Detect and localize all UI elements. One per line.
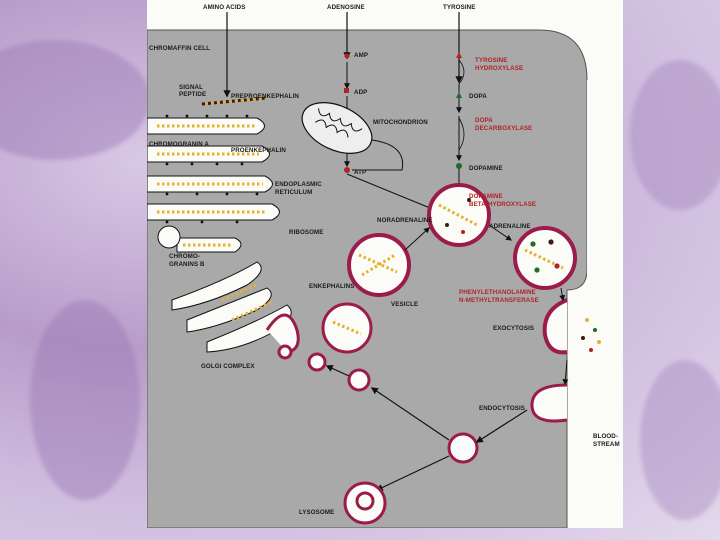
- small-vesicle-left: [158, 226, 180, 248]
- label-proenkephalin: PROENKEPHALIN: [231, 147, 286, 154]
- label-chromogranins-b-1: CHROMO-: [169, 253, 200, 260]
- label-mitochondrion: MITOCHONDRION: [373, 119, 428, 126]
- background-blob: [640, 360, 720, 520]
- label-chromogranins-b-2: GRANINS B: [169, 261, 205, 268]
- label-dopa-decarboxylase-2: DECARBOXYLASE: [475, 125, 532, 132]
- adrenaline-vesicle: [515, 228, 575, 288]
- label-signal-peptide-2: PEPTIDE: [179, 91, 206, 98]
- label-chromaffin-cell: CHROMAFFIN CELL: [149, 45, 210, 52]
- label-ribosome: RIBOSOME: [289, 229, 324, 236]
- label-vesicle: VESICLE: [391, 301, 418, 308]
- lysosome: [345, 483, 385, 523]
- label-pnmt-2: N-METHYLTRANSFERASE: [459, 297, 539, 304]
- label-amino-acids: AMINO ACIDS: [203, 4, 245, 11]
- label-enkephalins: ENKEPHALINS: [309, 283, 354, 290]
- label-tyrosine: TYROSINE: [443, 4, 475, 11]
- small-vesicle: [349, 370, 369, 390]
- label-dopa: DOPA: [469, 93, 487, 100]
- label-tyrosine-hydroxylase: TYROSINE: [475, 57, 507, 64]
- label-signal-peptide-1: SIGNAL: [179, 84, 203, 91]
- small-vesicle: [309, 354, 325, 370]
- label-adp: ADP: [354, 89, 367, 96]
- returning-vesicle: [449, 434, 477, 462]
- atp-marker: [344, 167, 350, 173]
- label-atp: ATP: [354, 169, 366, 176]
- label-endocytosis: ENDOCYTOSIS: [479, 405, 525, 412]
- label-bloodstream-1: BLOOD-: [593, 433, 618, 440]
- label-golgi-complex: GOLGI COMPLEX: [201, 363, 255, 370]
- label-amp: AMP: [354, 52, 368, 59]
- label-dopa-decarboxylase-1: DOPA: [475, 117, 493, 124]
- amp-marker: [345, 54, 350, 59]
- label-adrenaline: ADRENALINE: [489, 223, 531, 230]
- label-dopamine: DOPAMINE: [469, 165, 503, 172]
- background-blob: [0, 40, 150, 160]
- background-blob: [630, 60, 720, 210]
- label-chromogranin-a: CHROMOGRANIN A: [149, 141, 209, 148]
- small-vesicle: [279, 346, 291, 358]
- label-exocytosis: EXOCYTOSIS: [493, 325, 534, 332]
- enkephalin-vesicle: [349, 235, 409, 295]
- bloodstream-area: [587, 80, 623, 528]
- label-noradrenaline: NORADRENALINE: [377, 217, 433, 224]
- label-adenosine: ADENOSINE: [327, 4, 365, 11]
- label-dopamine-bh-2: BETA-HYDROXYLASE: [469, 201, 536, 208]
- label-er-2: RETICULUM: [275, 189, 312, 196]
- chromaffin-cell-diagram: AMINO ACIDS ADENOSINE TYROSINE CHROMAFFI…: [147, 0, 623, 528]
- label-bloodstream-2: STREAM: [593, 441, 620, 448]
- label-pnmt-1: PHENYLETHANOLAMINE: [459, 289, 536, 296]
- label-tyrosine-hydroxylase-2: HYDROXYLASE: [475, 65, 523, 72]
- adp-marker: [344, 88, 349, 93]
- label-er-1: ENDOPLASMIC: [275, 181, 322, 188]
- dopamine-marker: [456, 163, 462, 169]
- label-dopamine-bh-1: DOPAMINE: [469, 193, 503, 200]
- background-blob: [30, 300, 140, 500]
- label-preproenkephalin: PREPROENKEPHALIN: [231, 93, 299, 100]
- vesicle-near-golgi: [323, 304, 371, 352]
- label-lysosome: LYSOSOME: [299, 509, 334, 516]
